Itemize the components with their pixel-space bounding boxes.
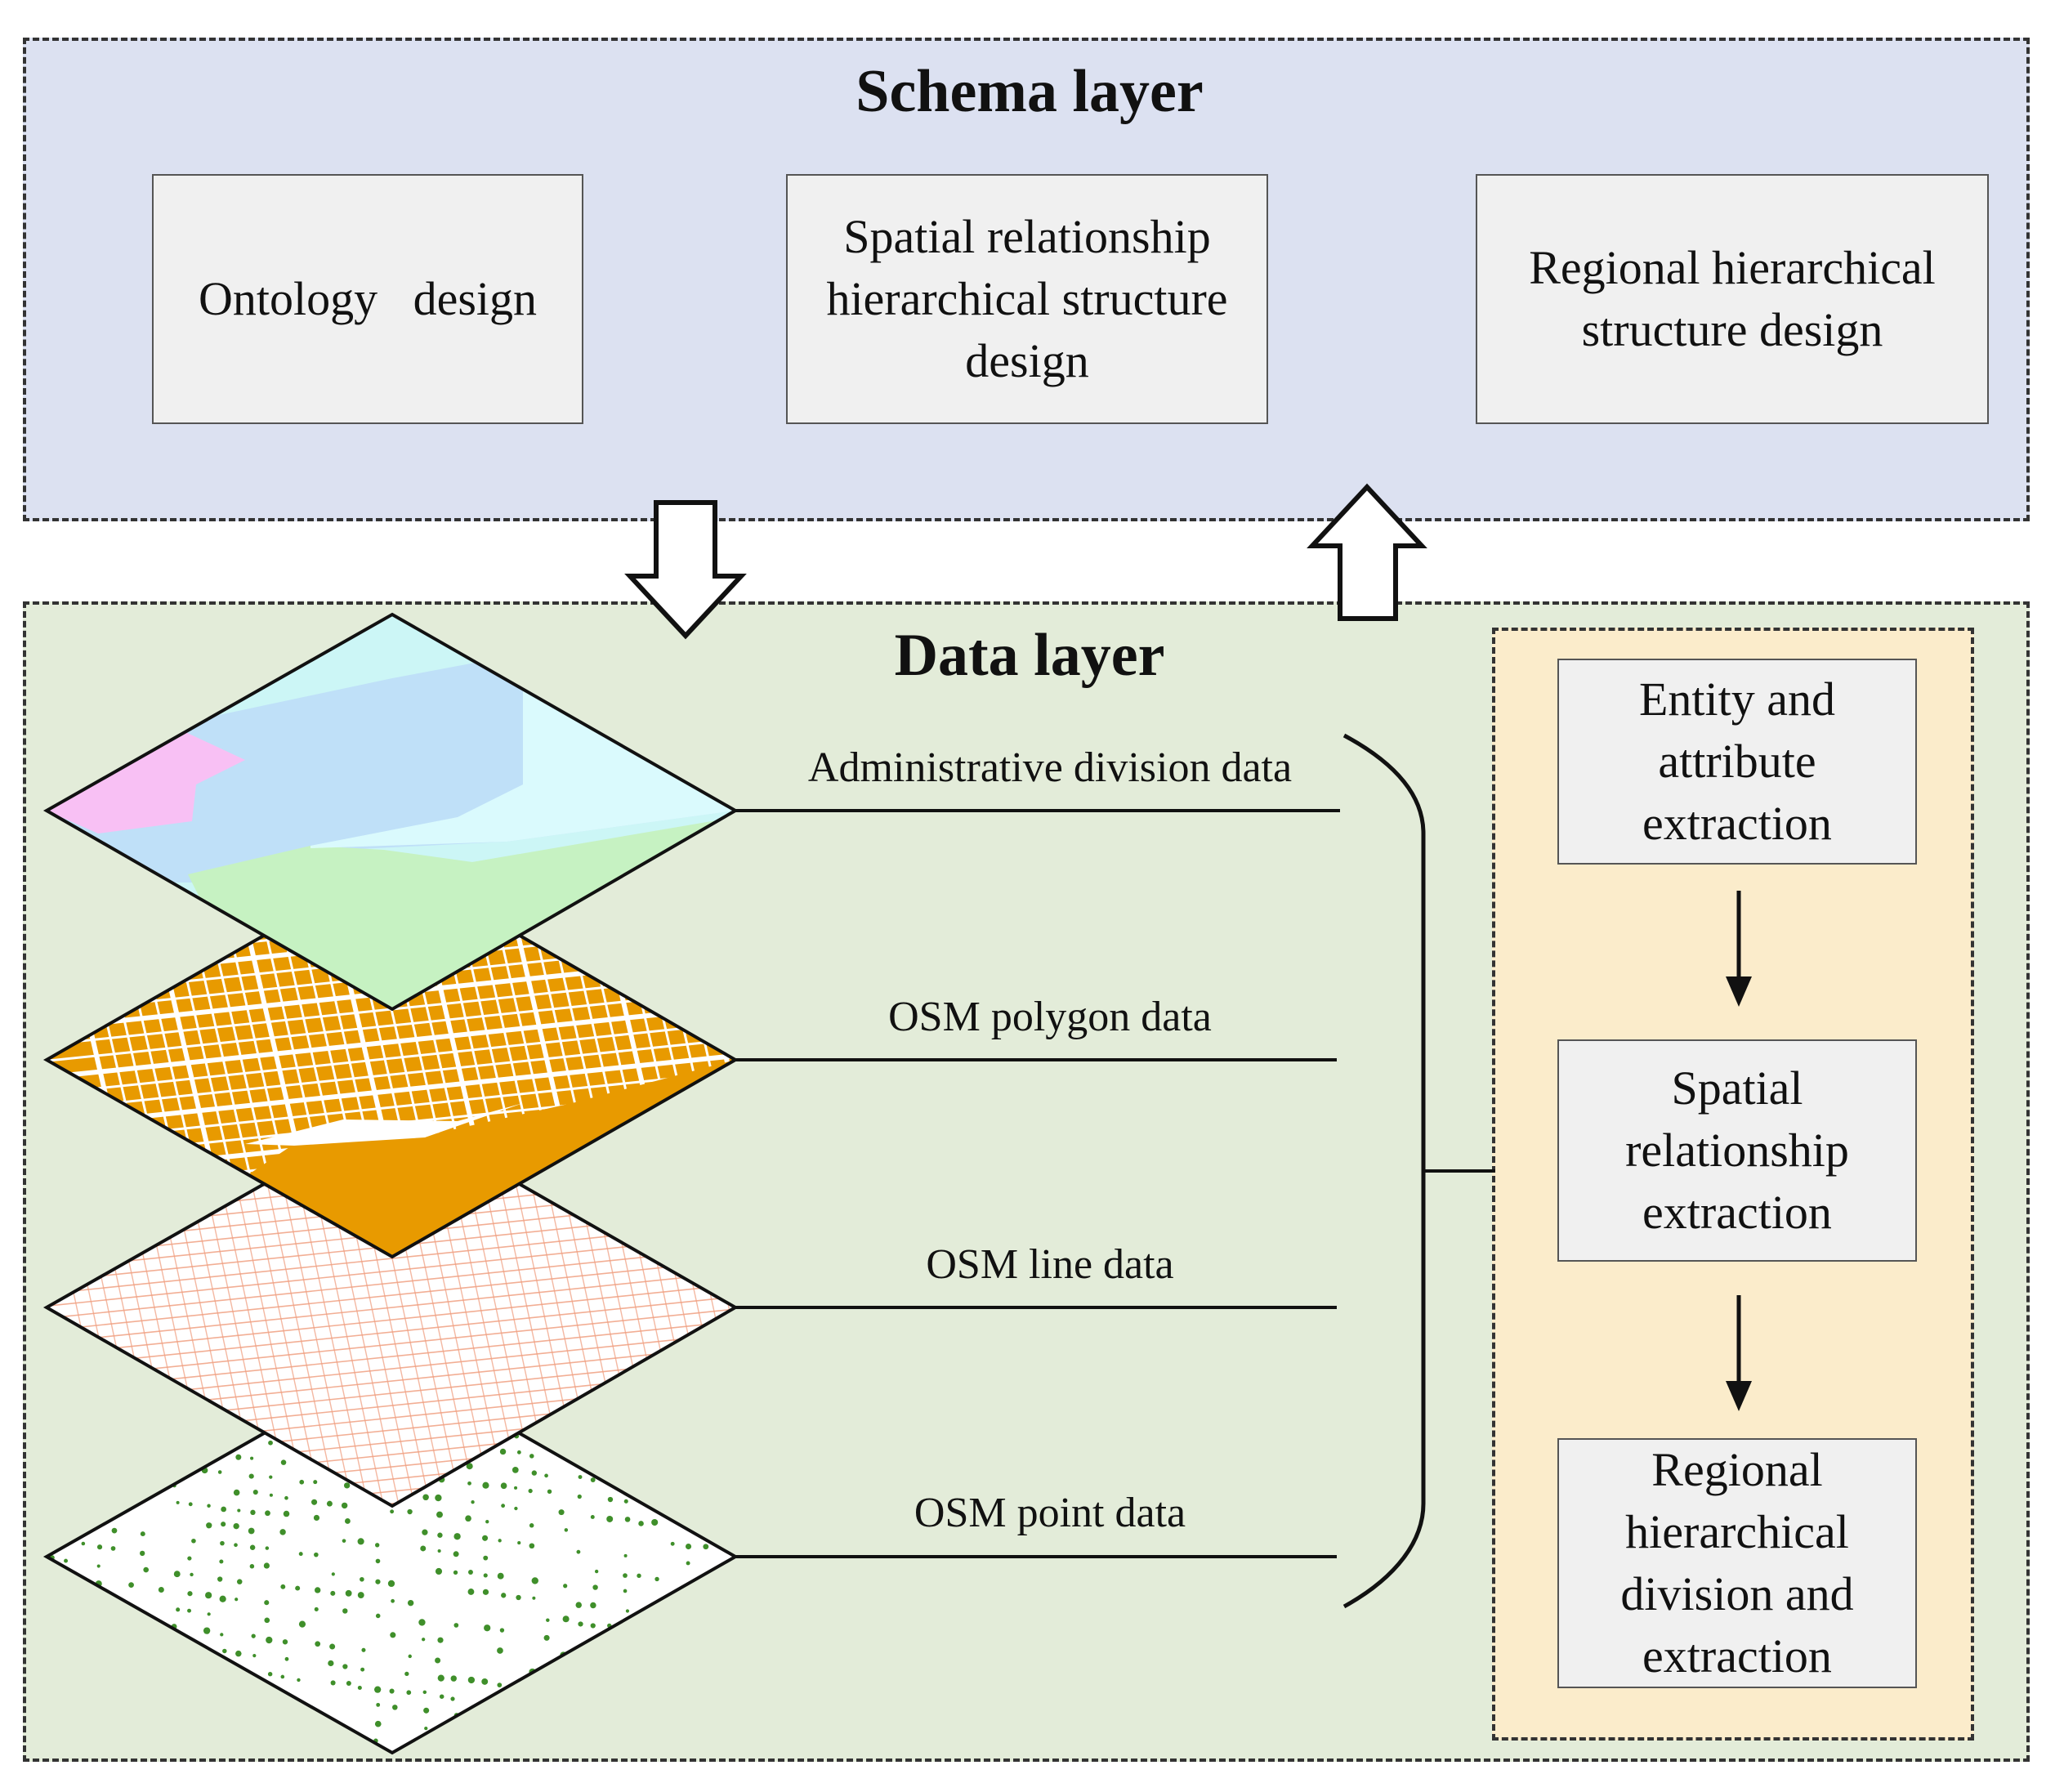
process-arrow-1 xyxy=(1726,891,1752,1007)
schema-layer-title: Schema layer xyxy=(856,58,1204,125)
spatial-relationship-design-box: Spatial relationship hierarchical struct… xyxy=(786,174,1268,424)
up-arrow-icon xyxy=(1307,483,1427,621)
label-osm-polygon: OSM polygon data xyxy=(888,994,1212,1040)
spatial-relationship-extraction-box: Spatial relationship extraction xyxy=(1557,1039,1917,1262)
admin-division-layer xyxy=(42,612,739,1012)
entity-attribute-extraction-box: Entity and attribute extraction xyxy=(1557,659,1917,865)
process-arrow-2 xyxy=(1726,1295,1752,1411)
grouping-bracket xyxy=(1342,733,1426,1609)
regional-hierarchical-design-box: Regional hierarchical structure design xyxy=(1476,174,1989,424)
down-arrow-icon xyxy=(624,500,747,640)
label-osm-point: OSM point data xyxy=(914,1490,1186,1536)
data-layer-title: Data layer xyxy=(894,622,1165,689)
regional-division-extraction-box: Regional hierarchical division and extra… xyxy=(1557,1438,1917,1688)
ontology-design-box: Ontology design xyxy=(152,174,583,424)
label-admin-division: Administrative division data xyxy=(807,744,1293,791)
label-osm-line: OSM line data xyxy=(926,1241,1174,1288)
